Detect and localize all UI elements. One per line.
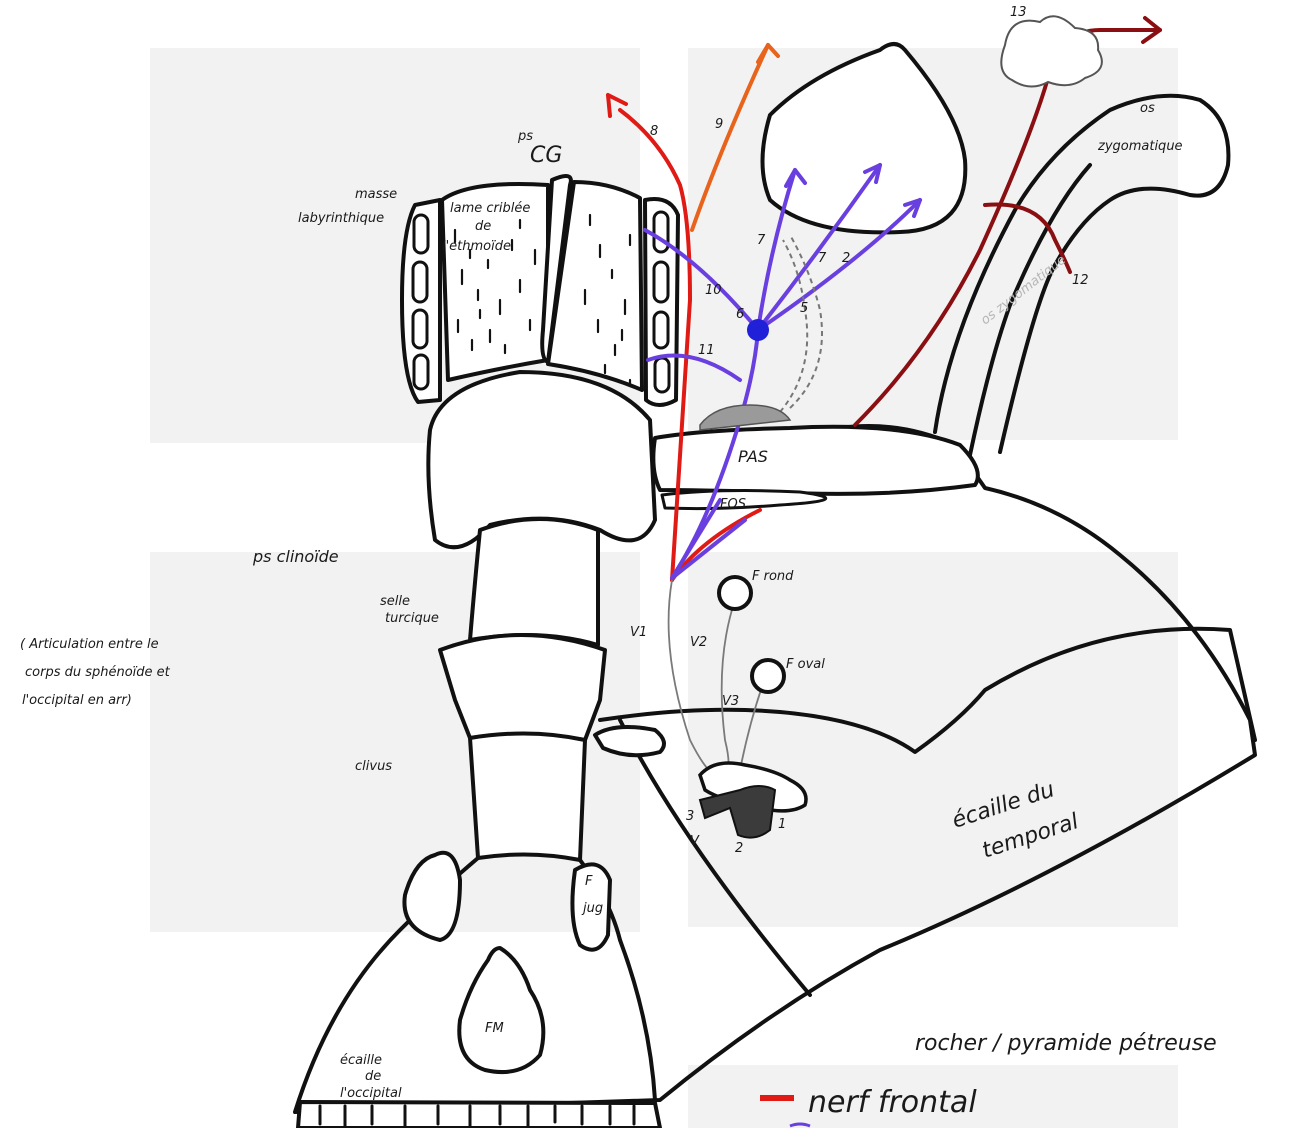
label-legend-nerf-frontal: nerf frontal [808,1085,977,1120]
num-9: 9 [715,117,723,132]
num-2: 2 [842,251,850,266]
clinoid-posterior [595,727,664,755]
label-cg: CG [530,143,562,168]
label-selle-1: selle [380,594,410,609]
label-ecaille-occ-2: de [365,1069,381,1084]
num-10: 10 [705,283,722,298]
label-f-rond: F rond [752,569,794,584]
label-masse-1: masse [355,187,397,202]
occipital-base-band [298,1102,660,1128]
legend-swatch-nerf-frontal [760,1095,794,1101]
num-13: 13 [1010,5,1027,20]
label-v1: V1 [630,625,647,640]
num-12: 12 [1072,273,1089,288]
foramen-magnum [459,948,543,1072]
num-7b: 7 [818,251,827,266]
petite-aile [653,427,978,509]
cloud-13 [1001,16,1102,86]
label-ecaille-occ-3: l'occipital [340,1086,402,1101]
num-11: 11 [698,343,715,358]
label-ecaille-occ-1: écaille [340,1053,382,1068]
selle-turcique-block [470,519,598,645]
label-v3: V3 [722,694,739,709]
label-selle-2: turcique [385,611,439,626]
label-gg-1: 1 [778,817,786,832]
label-articulation-2: corps du sphénoïde et [25,665,171,680]
label-ps-prefix: ps [517,129,533,144]
label-f-jug-1: F [585,874,593,889]
label-lame-2: de [475,219,491,234]
label-fm: FM [485,1021,504,1036]
num-8: 8 [650,124,658,139]
label-lame-1: lame criblée [450,201,530,216]
label-rocher: rocher / pyramide pétreuse [915,1031,1217,1056]
label-articulation-3: l'occipital en arr) [22,693,132,708]
label-articulation-1: ( Articulation entre le [20,637,159,652]
clivus-shaft [470,733,585,860]
label-f-jug-2: jug [581,901,603,916]
label-v: V [690,834,700,849]
label-gg-2: 2 [735,841,743,856]
label-fos: FOS [720,497,746,512]
label-v2: V2 [690,635,707,650]
num-6: 6 [736,307,744,322]
label-gg-3: 3 [686,809,694,824]
ganglion-ciliaire [747,319,769,341]
dorsum-sellae [440,635,605,740]
num-5: 5 [800,301,808,316]
label-os-zyg-1: os [1140,101,1155,116]
label-ps-clinoide: ps clinoïde [252,547,339,566]
pas-bar [653,427,978,494]
foramen-ovale [752,660,784,692]
num-7a: 7 [757,233,766,248]
label-f-oval: F oval [786,657,825,672]
label-pas: PAS [738,447,768,466]
label-lame-3: l'ethmoïde [442,239,511,254]
label-os-zyg-2: zygomatique [1097,139,1183,154]
foramen-rond [719,577,751,609]
label-clivus: clivus [355,759,392,774]
label-masse-2: labyrinthique [298,211,384,226]
